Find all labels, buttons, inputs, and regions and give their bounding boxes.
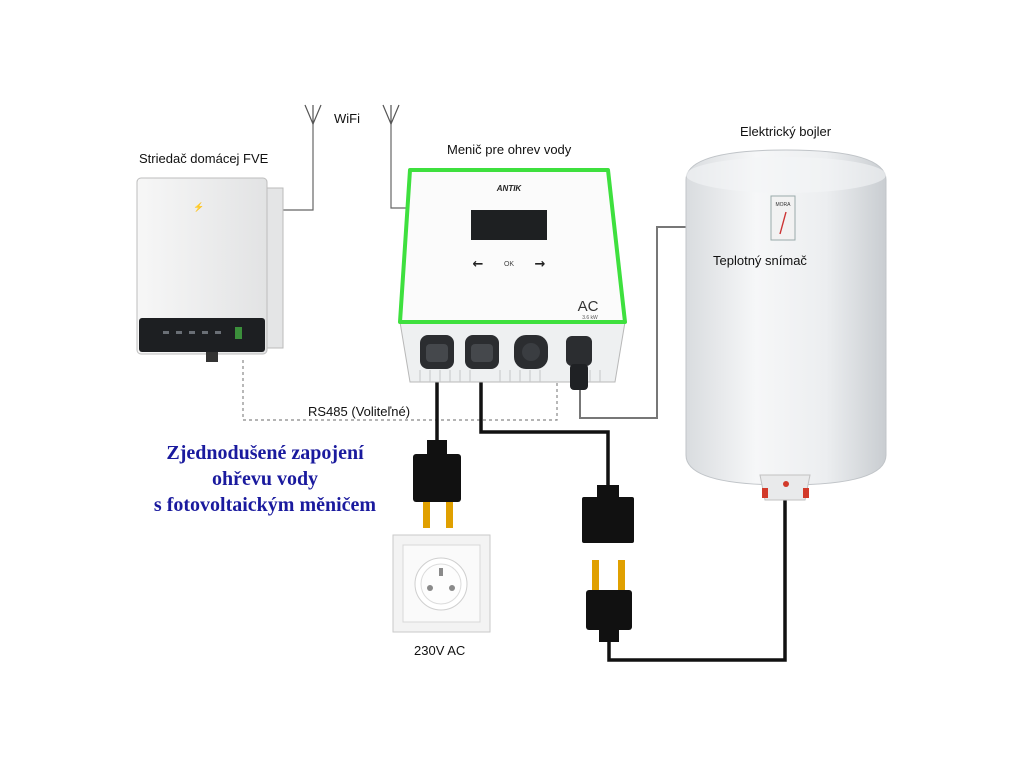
sensor-label: Teplotný snímač [713,253,807,268]
socket-coupler-icon [582,485,634,543]
diagram-title: Zjednodušené zapojení ohřevu vody s foto… [100,440,430,518]
inverter-antenna-wire [282,122,314,211]
sensor-brand: MORA [776,202,792,208]
boiler-plug-cable [479,370,610,488]
controller-label: Menič pre ohrev vody [447,142,572,157]
rs485-label: RS485 (Voliteľné) [308,404,411,419]
rs485-wire [242,360,558,421]
inverter-label: Striedač domácej FVE [139,151,269,166]
controller-antenna-icon [382,104,400,126]
cable-gland-4 [566,336,592,390]
cable-gland-2 [465,335,499,369]
model-label: AC [578,298,599,315]
inverter-device: ⚡ [136,177,284,362]
boiler-device [685,149,887,501]
svg-text:→: → [535,257,546,272]
title-line-1: Zjednodušené zapojení [166,442,364,464]
boiler-plug-icon [586,560,632,642]
cable-gland-3 [514,335,548,369]
device-brand: ANTIK [496,184,523,193]
inverter-antenna-icon [304,104,322,126]
boiler-cable [607,500,787,662]
socket-label: 230V AC [414,643,466,658]
boiler-label: Elektrický bojler [740,124,832,139]
temperature-sensor [770,195,796,241]
wifi-label: WiFi [334,111,360,126]
ok-button-label: OK [504,261,514,268]
wall-socket-icon [392,534,491,633]
model-sublabel: 3.6 kW [582,315,598,321]
title-line-3: s fotovoltaickým měničem [153,494,377,516]
socket-plug-icon [413,440,461,528]
controller-device: ← → [398,168,627,383]
title-line-2: ohřevu vody [211,468,319,490]
svg-text:←: ← [473,257,484,272]
svg-text:⚡: ⚡ [193,201,204,213]
cable-gland-1 [420,335,454,369]
